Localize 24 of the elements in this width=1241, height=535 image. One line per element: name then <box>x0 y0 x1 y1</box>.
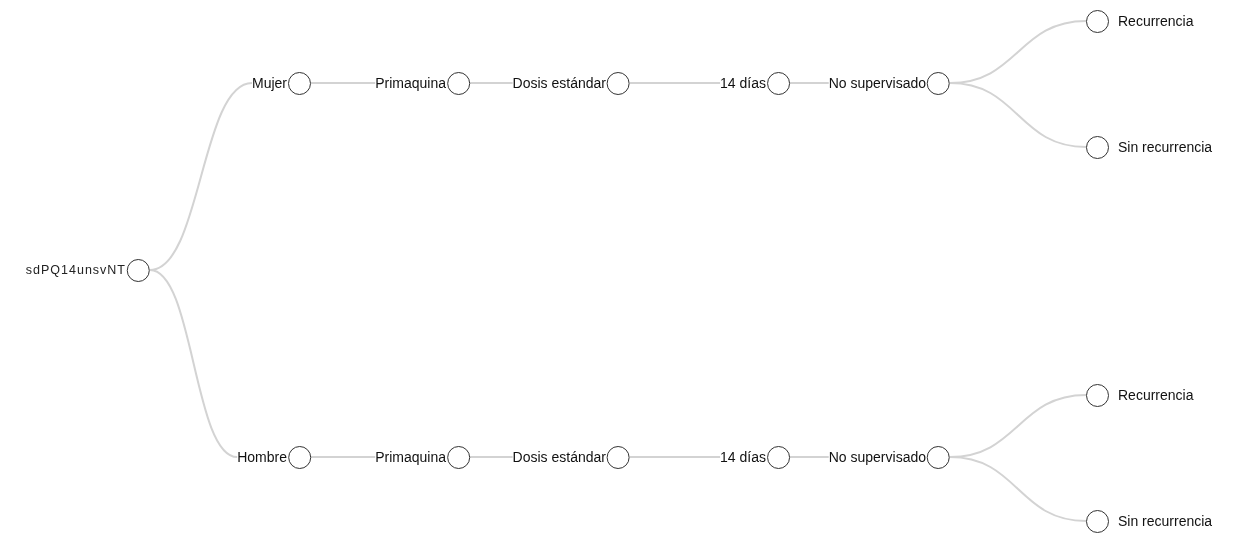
tree-link <box>789 456 830 458</box>
tree-link <box>629 456 722 458</box>
tree-link <box>310 456 377 458</box>
tree-link <box>310 82 377 84</box>
node-label: Sin recurrencia <box>1118 139 1213 155</box>
node-label: Primaquina <box>375 449 446 465</box>
tree-link <box>789 82 830 84</box>
node-label: Primaquina <box>375 75 446 91</box>
node-label: Dosis estándar <box>512 75 606 91</box>
node-label: 14 días <box>720 75 766 91</box>
node-label: No supervisado <box>828 75 926 91</box>
node-label: Sin recurrencia <box>1118 513 1213 529</box>
tree-link <box>149 269 239 458</box>
node-label: 14 días <box>720 449 766 465</box>
node-label: Recurrencia <box>1118 387 1194 403</box>
tree-link <box>469 82 514 84</box>
tree-link <box>469 456 514 458</box>
node-label: No supervisado <box>828 449 926 465</box>
node-label: Recurrencia <box>1118 13 1194 29</box>
node-label: Mujer <box>252 75 287 91</box>
node-label: sdPQ14unsvNT <box>25 262 126 278</box>
node-label: Hombre <box>237 449 287 465</box>
node-label: Dosis estándar <box>512 449 606 465</box>
tree-link <box>629 82 722 84</box>
